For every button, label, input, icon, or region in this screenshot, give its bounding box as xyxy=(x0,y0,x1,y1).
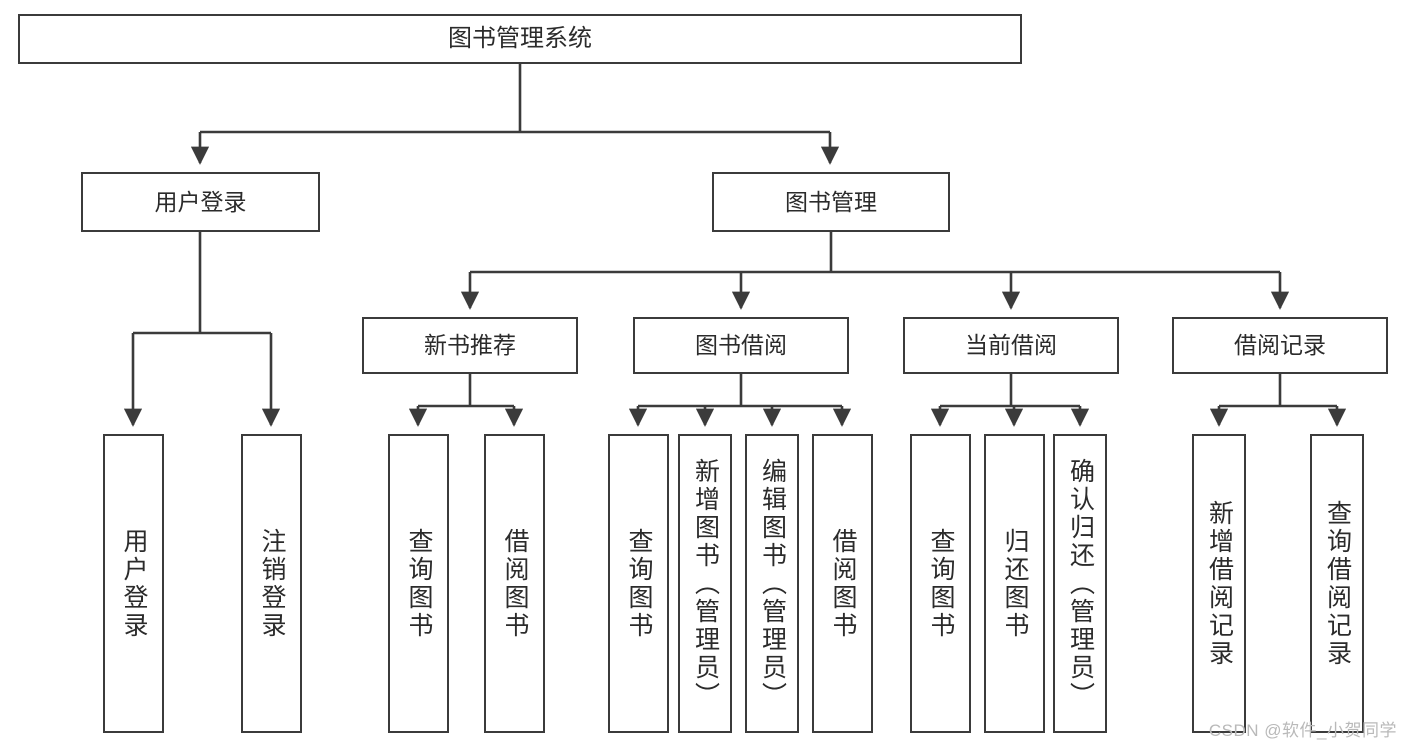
node-leaf-query-book-1-label: 查询图书 xyxy=(405,527,433,640)
node-leaf-confirm-return[interactable]: 确认归还（管理员） xyxy=(1053,434,1107,733)
node-borrow-record-label: 借阅记录 xyxy=(1234,332,1326,359)
node-leaf-add-book-label: 新增图书（管理员） xyxy=(691,457,720,710)
node-new-book-recommend[interactable]: 新书推荐 xyxy=(362,317,578,374)
node-leaf-query-book-3[interactable]: 查询图书 xyxy=(910,434,971,733)
watermark: CSDN @软件_小贺同学 xyxy=(1208,721,1397,740)
node-leaf-user-login-label: 用户登录 xyxy=(120,527,148,640)
node-leaf-borrow-book-2[interactable]: 借阅图书 xyxy=(812,434,873,733)
node-book-borrow-label: 图书借阅 xyxy=(695,332,787,359)
node-leaf-borrow-book-1[interactable]: 借阅图书 xyxy=(484,434,545,733)
node-leaf-query-book-3-label: 查询图书 xyxy=(927,527,955,640)
node-leaf-add-record[interactable]: 新增借阅记录 xyxy=(1192,434,1246,733)
node-leaf-logout-label: 注销登录 xyxy=(258,527,286,640)
node-leaf-add-record-label: 新增借阅记录 xyxy=(1205,499,1234,668)
node-book-borrow[interactable]: 图书借阅 xyxy=(633,317,849,374)
node-new-book-recommend-label: 新书推荐 xyxy=(424,332,516,359)
node-book-manage-label: 图书管理 xyxy=(785,188,877,215)
node-leaf-edit-book-label: 编辑图书（管理员） xyxy=(758,457,787,710)
node-root-label: 图书管理系统 xyxy=(448,25,592,53)
node-leaf-query-book-1[interactable]: 查询图书 xyxy=(388,434,449,733)
node-leaf-borrow-book-2-label: 借阅图书 xyxy=(829,527,857,640)
node-leaf-query-book-2-label: 查询图书 xyxy=(625,527,653,640)
node-current-borrow-label: 当前借阅 xyxy=(965,332,1057,359)
node-leaf-query-book-2[interactable]: 查询图书 xyxy=(608,434,669,733)
node-leaf-return-book[interactable]: 归还图书 xyxy=(984,434,1045,733)
node-leaf-confirm-return-label: 确认归还（管理员） xyxy=(1066,457,1095,710)
node-user-login[interactable]: 用户登录 xyxy=(81,172,320,232)
node-leaf-query-record-label: 查询借阅记录 xyxy=(1323,499,1352,668)
node-book-manage[interactable]: 图书管理 xyxy=(712,172,950,232)
node-root[interactable]: 图书管理系统 xyxy=(18,14,1022,64)
node-leaf-borrow-book-1-label: 借阅图书 xyxy=(501,527,529,640)
node-leaf-edit-book[interactable]: 编辑图书（管理员） xyxy=(745,434,799,733)
node-leaf-user-login[interactable]: 用户登录 xyxy=(103,434,164,733)
node-leaf-logout[interactable]: 注销登录 xyxy=(241,434,302,733)
node-leaf-query-record[interactable]: 查询借阅记录 xyxy=(1310,434,1364,733)
node-current-borrow[interactable]: 当前借阅 xyxy=(903,317,1119,374)
node-leaf-add-book[interactable]: 新增图书（管理员） xyxy=(678,434,732,733)
node-user-login-label: 用户登录 xyxy=(154,188,247,215)
node-borrow-record[interactable]: 借阅记录 xyxy=(1172,317,1388,374)
node-leaf-return-book-label: 归还图书 xyxy=(1001,527,1029,640)
